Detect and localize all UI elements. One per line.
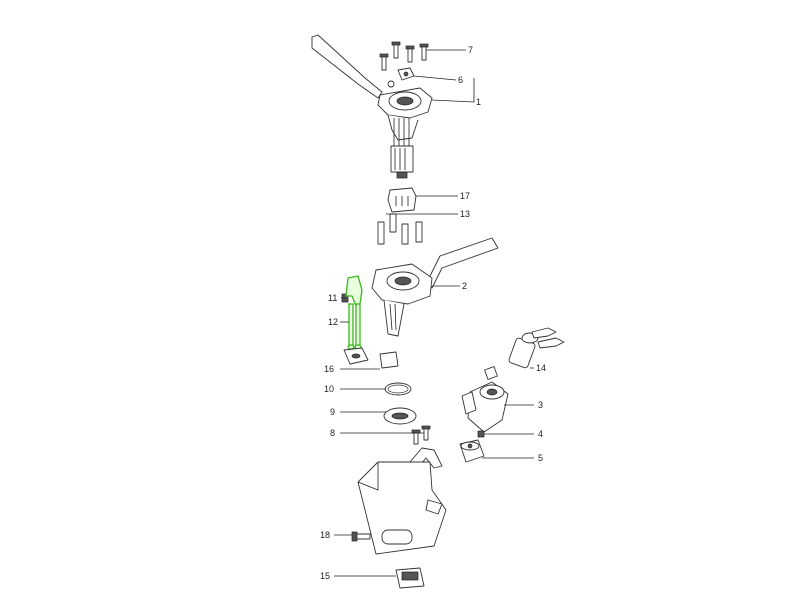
callout-3: 3 xyxy=(538,400,543,410)
part-6-bracket[interactable] xyxy=(387,67,415,88)
part-16-holders[interactable] xyxy=(343,347,399,369)
part-9-bearing[interactable] xyxy=(383,407,417,425)
part-2-wiper-switch[interactable] xyxy=(371,237,499,337)
leader-lines xyxy=(334,49,534,577)
callout-18: 18 xyxy=(320,530,330,540)
callout-16: 16 xyxy=(324,364,334,374)
callout-5: 5 xyxy=(538,453,543,463)
part-17-connector[interactable] xyxy=(387,187,417,213)
part-3-lock-body[interactable] xyxy=(461,381,509,433)
part-10-snap-ring[interactable] xyxy=(384,382,412,396)
callout-14: 14 xyxy=(536,363,546,373)
part-13-pins[interactable] xyxy=(377,213,423,245)
callout-10: 10 xyxy=(324,384,334,394)
callout-labels: 7 6 1 17 13 2 11 12 14 16 3 10 9 8 4 5 1… xyxy=(320,45,546,581)
callout-6: 6 xyxy=(458,75,463,85)
callout-2: 2 xyxy=(462,281,467,291)
part-4-screw[interactable] xyxy=(477,430,485,438)
callout-15: 15 xyxy=(320,571,330,581)
callout-1: 1 xyxy=(476,97,481,107)
callout-7: 7 xyxy=(468,45,473,55)
part-1-combination-switch[interactable] xyxy=(311,34,433,179)
callout-13: 13 xyxy=(460,209,470,219)
part-15-connector[interactable] xyxy=(395,567,425,589)
part-14-key-cylinder[interactable] xyxy=(484,327,565,380)
callout-8: 8 xyxy=(330,428,335,438)
callout-17: 17 xyxy=(460,191,470,201)
part-7-screws[interactable] xyxy=(379,41,429,71)
callout-4: 4 xyxy=(538,429,543,439)
callout-12: 12 xyxy=(328,317,338,327)
part-5-ignition-switch[interactable] xyxy=(459,439,485,463)
callout-9: 9 xyxy=(330,407,335,417)
part-12-rod-assembly[interactable] xyxy=(345,275,363,350)
column-housing xyxy=(357,461,447,555)
callout-11: 11 xyxy=(328,293,337,303)
part-18-screw[interactable] xyxy=(351,531,371,542)
